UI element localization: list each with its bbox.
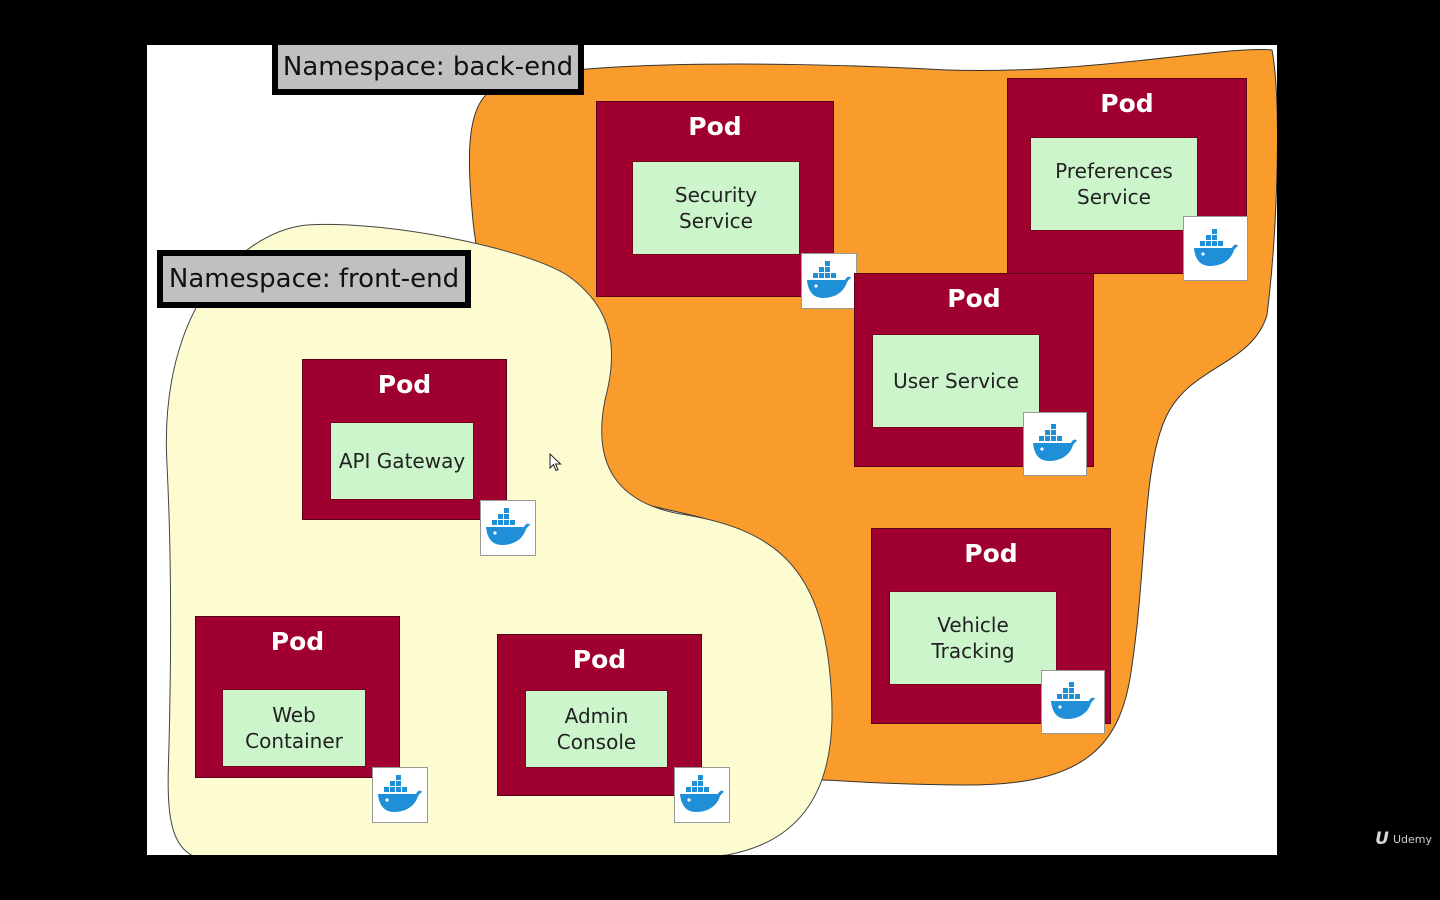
pod-title: Pod xyxy=(1100,89,1154,118)
pod-preferences-service: Pod Preferences Service xyxy=(1007,78,1247,274)
namespace-back-end-label: Namespace: back-end xyxy=(272,45,584,95)
pod-admin-console: Pod Admin Console xyxy=(497,634,702,796)
pod-web-container: Pod Web Container xyxy=(195,616,400,778)
user-service-container: User Service xyxy=(872,334,1040,428)
pod-api-gateway: Pod API Gateway xyxy=(302,359,507,520)
pod-title: Pod xyxy=(947,284,1001,313)
namespace-front-end-label: Namespace: front-end xyxy=(157,250,471,308)
security-service-container: Security Service xyxy=(632,161,800,255)
pod-title: Pod xyxy=(688,112,742,141)
udemy-watermark: U Udemy xyxy=(1375,829,1432,849)
pod-title: Pod xyxy=(270,627,325,656)
pod-title: Pod xyxy=(964,539,1018,568)
api-gateway-container: API Gateway xyxy=(330,422,474,500)
docker-whale-icon xyxy=(674,767,730,823)
pod-vehicle-tracking: Pod Vehicle Tracking xyxy=(871,528,1111,724)
namespace-front-end-text: Namespace: front-end xyxy=(168,264,460,294)
docker-whale-icon xyxy=(480,500,536,556)
namespace-back-end-text: Namespace: back-end xyxy=(282,52,574,82)
mouse-cursor-icon xyxy=(549,453,562,472)
pod-title: Pod xyxy=(377,370,432,399)
preferences-service-container: Preferences Service xyxy=(1030,137,1198,231)
pod-security-service: Pod Security Service xyxy=(596,101,834,297)
docker-whale-icon xyxy=(801,253,857,309)
docker-whale-icon xyxy=(1183,216,1248,281)
udemy-watermark-text: Udemy xyxy=(1392,832,1432,846)
docker-whale-icon xyxy=(1023,412,1087,476)
docker-whale-icon xyxy=(372,767,428,823)
docker-whale-icon xyxy=(1041,670,1105,734)
pod-title: Pod xyxy=(572,645,627,674)
web-container-container: Web Container xyxy=(222,689,366,767)
vehicle-tracking-container: Vehicle Tracking xyxy=(889,591,1057,685)
admin-console-container: Admin Console xyxy=(525,690,668,768)
udemy-logo-icon: U xyxy=(1375,829,1389,849)
slide: Namespace: back-end Namespace: front-end… xyxy=(147,45,1277,855)
